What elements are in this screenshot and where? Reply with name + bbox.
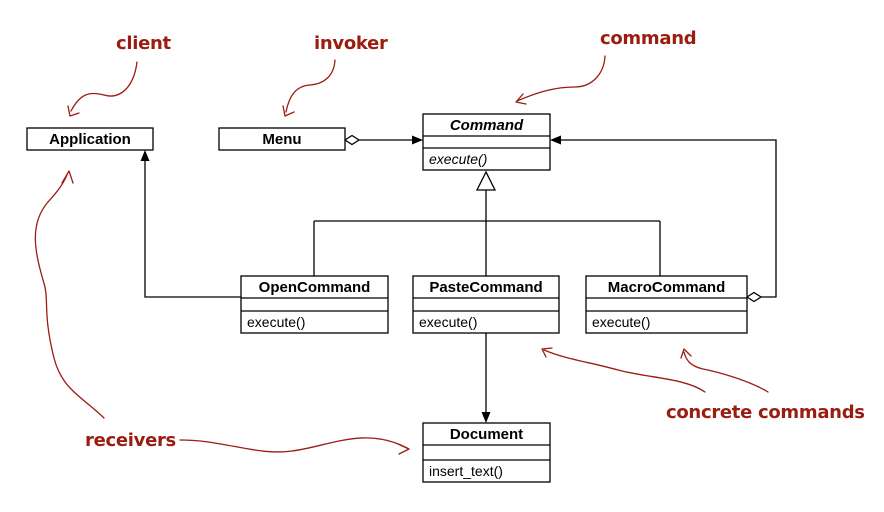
client-pointer-curve — [70, 61, 138, 112]
invoker-annotation: invoker — [282, 33, 388, 117]
document-class-operation: insert_text() — [429, 463, 503, 479]
macro-aggregation-diamond — [745, 291, 763, 303]
receivers-client-curve — [34, 174, 105, 419]
invoker-pointer-arrowhead — [282, 105, 295, 117]
command-class-name: Command — [450, 117, 524, 134]
generalization-triangle — [475, 170, 497, 191]
macro-command-arrowhead — [550, 135, 561, 145]
macro-command-class: MacroCommand execute() — [585, 275, 748, 334]
command-class: Command execute() — [422, 113, 551, 171]
paste-document-arrowhead — [481, 412, 491, 423]
menu-aggregation-diamond — [343, 134, 361, 146]
application-class-name: Application — [49, 131, 131, 148]
concrete-commands-annotation: concrete commands — [541, 347, 865, 423]
client-annotation: client — [67, 33, 172, 117]
document-class: Document insert_text() — [422, 422, 551, 483]
receivers-annotation: receivers — [34, 170, 410, 455]
macro-command-aggregation-line — [561, 139, 777, 298]
menu-command-arrowhead — [412, 135, 423, 145]
menu-class: Menu — [218, 127, 346, 151]
open-application-arrowhead — [140, 150, 150, 161]
receivers-label: receivers — [85, 430, 176, 451]
open-command-class-operation: execute() — [247, 314, 305, 330]
concrete-macro-curve — [683, 351, 769, 393]
command-label: command — [600, 28, 696, 49]
command-pointer-arrowhead — [515, 93, 527, 105]
command-pointer-curve — [516, 55, 606, 102]
command-class-operation: execute() — [429, 151, 487, 167]
document-class-name: Document — [450, 426, 523, 443]
open-application-line — [144, 161, 241, 298]
macro-command-class-name: MacroCommand — [608, 279, 726, 296]
receivers-document-curve — [179, 437, 408, 453]
open-command-class-name: OpenCommand — [259, 279, 371, 296]
menu-class-name: Menu — [262, 131, 301, 148]
invoker-label: invoker — [314, 33, 388, 54]
invoker-pointer-curve — [285, 59, 336, 113]
paste-command-class-name: PasteCommand — [429, 279, 542, 296]
receivers-document-arrowhead — [397, 443, 410, 455]
concrete-commands-label: concrete commands — [666, 402, 865, 423]
client-pointer-arrowhead — [67, 105, 80, 117]
command-annotation: command — [515, 28, 697, 105]
paste-command-class-operation: execute() — [419, 314, 477, 330]
macro-command-class-operation: execute() — [592, 314, 650, 330]
concrete-paste-arrowhead — [541, 347, 553, 358]
concrete-macro-arrowhead — [680, 348, 692, 359]
open-command-class: OpenCommand execute() — [240, 275, 389, 334]
application-class: Application — [26, 127, 154, 151]
concrete-paste-curve — [543, 349, 706, 393]
receivers-client-arrowhead — [61, 170, 74, 184]
client-label: client — [116, 33, 172, 54]
paste-command-class: PasteCommand execute() — [412, 275, 560, 334]
